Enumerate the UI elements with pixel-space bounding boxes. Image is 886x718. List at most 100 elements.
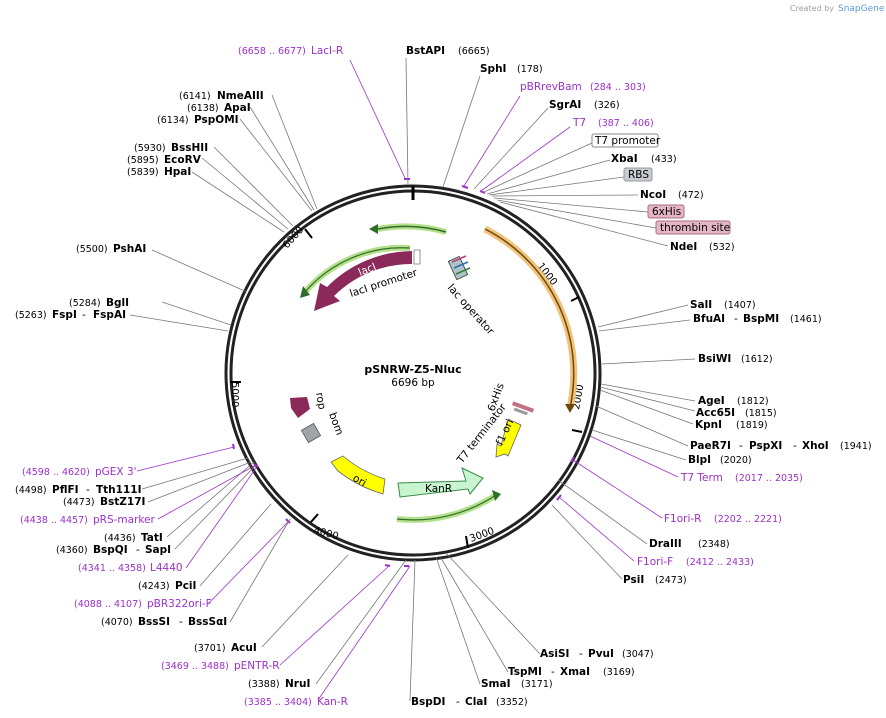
rop-label: rop: [313, 391, 328, 410]
pshai-name: PshAI: [113, 243, 146, 255]
bom-feature: [300, 422, 322, 444]
pflfi-name: PflFI: [52, 484, 79, 496]
t7-primer-name: T7: [572, 117, 586, 129]
fspai-name: FspAI: [93, 309, 126, 321]
bsssi-pos: (4070): [101, 617, 133, 628]
smai-pos: (3171): [521, 679, 553, 690]
bsssi-sep: -: [179, 616, 183, 628]
kanr-primer-name: Kan-R: [317, 696, 348, 708]
pentr-name: pENTR-R: [234, 660, 280, 672]
l4440-pos: (4341 .. 4358): [78, 563, 146, 574]
kanr-label: KanR: [425, 483, 452, 495]
pgex3-name: pGEX 3': [95, 466, 137, 478]
kanr-primer-pos: (3385 .. 3404): [244, 697, 312, 708]
bspmi-name: BspMI: [743, 313, 779, 325]
lacI-promoter-arrowhead: [369, 224, 378, 234]
xbai-name: XbaI: [611, 153, 638, 165]
bgli-pos: (5284): [69, 298, 101, 309]
pspxi-sep: -: [793, 440, 797, 452]
clai-name: ClaI: [465, 696, 487, 708]
nluc-arc: [484, 228, 575, 409]
position-ticks: [230, 228, 583, 549]
tati-pos: (4436): [104, 533, 136, 544]
nrui-name: NruI: [285, 678, 310, 690]
nmeaiii-pos: (6141): [179, 91, 211, 102]
fspi-pos: (5263): [15, 310, 47, 321]
lac-operator-label: lac operator: [445, 282, 497, 338]
prs-name: pRS-marker: [93, 514, 156, 526]
kanr-arc-arrowhead: [492, 490, 501, 501]
ndei-name: NdeI: [670, 241, 697, 253]
pbr322-pos: (4088 .. 4107): [74, 599, 142, 610]
psii-pos: (2473): [655, 575, 687, 586]
laci-r-pos: (6658 .. 6677): [238, 46, 306, 57]
bstz17i-pos: (4473): [63, 497, 95, 508]
bspmi-pos: (1461): [790, 314, 822, 325]
asisi-sep: -: [579, 648, 583, 660]
plasmid-name: pSNRW-Z5-Nluc: [364, 363, 461, 376]
xbai-pos: (433): [651, 154, 677, 165]
kpni-pos: (1819): [736, 420, 768, 431]
lacI-promoter-arc: [377, 225, 447, 233]
f1ori-f-name: F1ori-F: [637, 556, 673, 568]
smai-name: SmaI: [481, 678, 511, 690]
tspmi-sep: -: [551, 666, 555, 678]
draiii-pos: (2348): [698, 539, 730, 550]
bstapi-pos: (6665): [458, 46, 490, 57]
xmai-pos: (3169): [603, 667, 635, 678]
thrombin-label: thrombin site: [660, 222, 730, 234]
sapi-name: SapI: [145, 544, 171, 556]
sgrai-name: SgrAI: [549, 99, 581, 111]
laci-r-name: LacI-R: [311, 45, 343, 57]
kpni-name: KpnI: [695, 419, 722, 431]
agei-pos: (1812): [737, 396, 769, 407]
lacI-small-arrowhead: [300, 286, 310, 298]
ori-feature: [330, 455, 386, 495]
bsssi-name: BssSI: [138, 616, 170, 628]
his6-label: 6xHis: [652, 206, 681, 218]
ecorv-pos: (5895): [127, 155, 159, 166]
bom-label: bom: [326, 411, 345, 437]
hpai-pos: (5839): [127, 167, 159, 178]
rbs-box: [623, 167, 653, 182]
ecorv-name: EcoRV: [164, 154, 202, 166]
sphi-name: SphI: [480, 63, 506, 75]
pspxi-name: PspXI: [749, 440, 782, 452]
acc65i-pos: (1815): [745, 408, 777, 419]
sali-pos: (1407): [724, 300, 756, 311]
plasmid-length: 6696 bp: [391, 377, 435, 389]
fspi-name: FspI: [52, 309, 77, 321]
draiii-name: DraIII: [649, 538, 682, 550]
fspi-sep: -: [82, 309, 86, 321]
clai-pos: (3352): [496, 697, 528, 708]
bsshii-name: BssHII: [171, 142, 208, 154]
f1ori-f-pos: (2412 .. 2433): [686, 557, 754, 568]
pcii-name: PciI: [175, 580, 196, 592]
psii-name: PsiI: [623, 574, 644, 586]
acui-name: AcuI: [231, 642, 257, 654]
kanr-feature: [397, 467, 484, 498]
xhoi-name: XhoI: [802, 440, 829, 452]
t7term-name: T7 Term: [680, 472, 723, 484]
pspomi-pos: (6134): [157, 115, 189, 126]
prs-pos: (4438 .. 4457): [20, 515, 88, 526]
tspmi-name: TspMI: [508, 666, 542, 678]
pflfi-sep: -: [86, 484, 90, 496]
bsshii-pos: (5930): [134, 143, 166, 154]
t7-promoter-box: [591, 133, 659, 148]
his6-inner-feature: [511, 401, 535, 413]
t7-primer-pos: (387 .. 406): [598, 118, 654, 129]
pcii-pos: (4243): [138, 581, 170, 592]
created-by-text: Created by: [790, 4, 834, 13]
tth111i-name: Tth111I: [96, 484, 141, 496]
pflfi-pos: (4498): [15, 485, 47, 496]
blpi-name: BlpI: [688, 454, 711, 466]
pentr-pos: (3469 .. 3488): [161, 661, 229, 672]
snapgene-logo: SnapGene: [838, 4, 885, 14]
lacI-small-arc: [304, 247, 411, 293]
apai-pos: (6138): [187, 103, 219, 114]
xhoi-pos: (1941): [840, 441, 872, 452]
apai-name: ApaI: [224, 102, 251, 114]
nluc-arrowhead: [565, 404, 575, 413]
